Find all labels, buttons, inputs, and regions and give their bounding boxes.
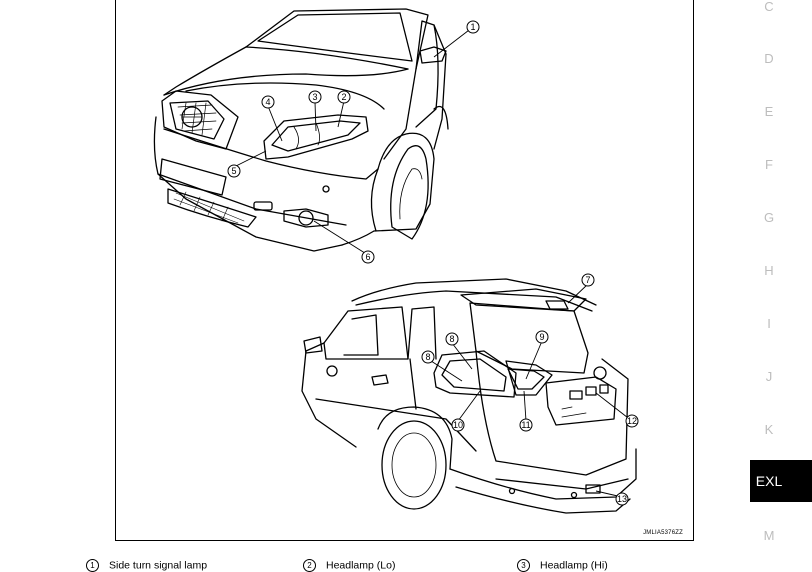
front-vehicle-drawing [153, 8, 449, 252]
tab-label: K [764, 422, 774, 437]
callout-circle [337, 90, 351, 104]
tab-h[interactable]: H [749, 263, 789, 278]
callout-12: 11 [519, 418, 533, 432]
callout-circle [261, 95, 275, 109]
tab-label: I [767, 316, 771, 331]
callout-circle [535, 330, 549, 344]
section-index: C D E F G H I J K EXL M [723, 0, 812, 566]
legend-label: Headlamp (Lo) [326, 559, 396, 572]
tab-g[interactable]: G [749, 210, 789, 225]
callout-1: 1 [466, 20, 480, 34]
legend-label: Headlamp (Hi) [540, 559, 608, 572]
callout-number: 5 [231, 166, 236, 176]
callout-5: 5 [227, 164, 241, 178]
tab-k[interactable]: K [749, 422, 789, 437]
callout-circle [519, 418, 533, 432]
callout-circle [421, 350, 435, 364]
callout-number: 1 [470, 22, 475, 32]
tab-label: G [763, 210, 775, 225]
callout-circle [308, 90, 322, 104]
callout-11: 10 [451, 418, 465, 432]
tab-label: H [764, 263, 774, 278]
callout-number: 8 [449, 334, 454, 344]
tab-label: E [764, 104, 774, 119]
callout-circle [625, 414, 639, 428]
tab-c[interactable]: C [749, 0, 789, 14]
callout-number: 7 [585, 275, 590, 285]
tab-label: M [763, 528, 775, 543]
tab-label: J [765, 369, 773, 384]
rear-vehicle-drawing [301, 278, 637, 514]
legend-label: Side turn signal lamp [109, 559, 208, 572]
callout-number: 9 [539, 332, 544, 342]
tab-d[interactable]: D [749, 51, 789, 66]
tab-label: C [764, 0, 774, 14]
callout-number: 13 [617, 494, 627, 504]
callout-leaders [233, 26, 633, 498]
callout-circle [615, 492, 629, 506]
tab-label: D [764, 51, 774, 66]
callout-10: 9 [535, 330, 549, 344]
tab-exl[interactable]: EXL [750, 460, 812, 502]
callout-number: 11 [521, 420, 530, 430]
callout-9: 8 [421, 350, 435, 364]
tab-e[interactable]: E [749, 104, 789, 119]
callout-6: 6 [361, 250, 375, 264]
callout-number: 4 [265, 97, 270, 107]
tab-m[interactable]: M [749, 528, 789, 543]
callout-number: 8 [425, 352, 430, 362]
tab-f[interactable]: F [749, 157, 789, 172]
callout-number: 3 [312, 92, 317, 102]
callout-3: 3 [308, 90, 322, 104]
callout-number: 12 [627, 416, 637, 426]
callout-number: 2 [341, 92, 346, 102]
callout-number: 10 [453, 420, 463, 430]
tab-label: EXL [755, 473, 783, 489]
callout-2: 2 [337, 90, 351, 104]
callout-circle [227, 164, 241, 178]
callout-circle [451, 418, 465, 432]
callout-circle [466, 20, 480, 34]
figure-code: JMLIA5376ZZ [643, 530, 683, 536]
callout-14: 13 [615, 492, 629, 506]
tab-i[interactable]: I [749, 316, 789, 331]
callout-4: 4 [261, 95, 275, 109]
callout-circle [445, 332, 459, 346]
callout-7: 7 [581, 273, 595, 287]
callout-13: 12 [625, 414, 639, 428]
callout-number: 6 [365, 252, 370, 262]
callout-circle [581, 273, 595, 287]
callout-8: 8 [445, 332, 459, 346]
callout-circle [361, 250, 375, 264]
tab-label: F [765, 157, 773, 172]
tab-j[interactable]: J [749, 369, 789, 384]
